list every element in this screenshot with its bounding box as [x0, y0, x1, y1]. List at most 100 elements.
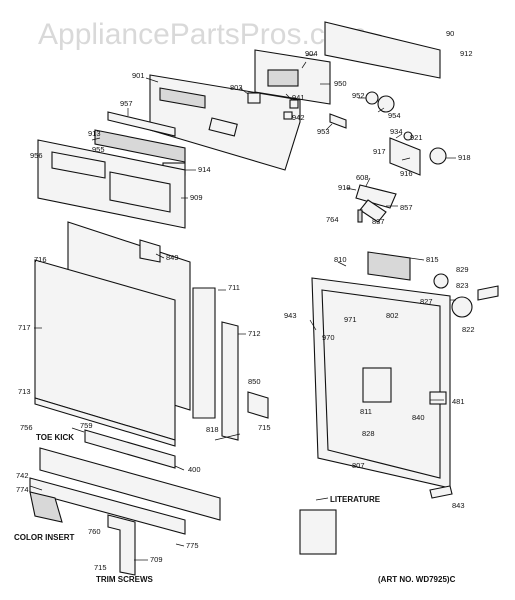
part-label-715: 715	[94, 563, 107, 572]
part-label-953: 953	[317, 127, 330, 136]
part-label-90: 90	[446, 29, 454, 38]
part-label-914: 914	[198, 165, 211, 174]
part-label-850: 850	[248, 377, 261, 386]
part-label-818: 818	[206, 425, 219, 434]
dispenser-811-part	[362, 367, 392, 403]
part-label-810: 810	[334, 255, 347, 264]
switch-942-part	[283, 111, 293, 120]
part-label-717: 717	[18, 323, 31, 332]
part-label-904: 904	[305, 49, 318, 58]
part-label-760: 760	[88, 527, 101, 536]
part-label-971: 971	[344, 315, 357, 324]
part-823	[477, 285, 499, 301]
part-label-912: 912	[460, 49, 473, 58]
part-label-942: 942	[292, 113, 305, 122]
part-label-837: 837	[372, 217, 385, 226]
part-label-849: 849	[166, 253, 179, 262]
strip-957-part	[107, 111, 176, 137]
trim-712-part	[221, 321, 239, 441]
part-label-608: 608	[356, 173, 369, 182]
part-label-955: 955	[92, 145, 105, 154]
part-label-950: 950	[334, 79, 347, 88]
part-label-954: 954	[388, 111, 401, 120]
part-label-840: 840	[412, 413, 425, 422]
part-label-715: 715	[258, 423, 271, 432]
part-953	[329, 113, 347, 129]
part-label-957: 957	[120, 99, 133, 108]
part-label-956: 956	[30, 151, 43, 160]
part-label-952: 952	[352, 91, 365, 100]
trim-bracket-760-part	[107, 514, 136, 576]
toe-kick-strip-part	[84, 429, 176, 469]
panel-recess-part	[109, 171, 171, 213]
toe-kick-lower-part	[29, 477, 186, 535]
leader-lines	[29, 54, 456, 561]
part-label-843: 843	[452, 501, 465, 510]
display-window-part	[208, 117, 238, 137]
switch-941-part	[289, 99, 299, 109]
part-label-716: 716	[34, 255, 47, 264]
part-label-828: 828	[362, 429, 375, 438]
part-label-811: 811	[360, 407, 372, 416]
motor-918-part	[429, 147, 447, 165]
part-label-807: 807	[352, 461, 365, 470]
part-label-970: 970	[322, 333, 335, 342]
part-label-712: 712	[248, 329, 261, 338]
part-label-918: 918	[458, 153, 471, 162]
part-label-934: 934	[390, 127, 403, 136]
part-label-400: 400	[188, 465, 201, 474]
part-number-labels: 9091290495090180394194295295495395791395…	[16, 29, 475, 572]
part-label-481: 481	[452, 397, 465, 406]
trim-screws-caption: TRIM SCREWS	[96, 575, 154, 584]
literature-booklet-part	[299, 509, 337, 555]
strip-713-part	[34, 397, 176, 447]
strip-711-part	[192, 287, 216, 419]
part-921	[403, 131, 413, 141]
part-label-921: 921	[410, 133, 423, 142]
part-label-764: 764	[326, 215, 339, 224]
part-857	[359, 199, 387, 223]
part-label-913: 913	[88, 129, 101, 138]
part-label-756: 756	[20, 423, 33, 432]
literature-caption: LITERATURE	[330, 495, 381, 504]
part-label-917: 917	[373, 147, 386, 156]
part-837	[357, 209, 363, 223]
part-label-909: 909	[190, 193, 203, 202]
switch-803-part	[247, 92, 261, 104]
part-label-709: 709	[150, 555, 163, 564]
toe-kick-panel-part	[39, 447, 221, 521]
control-module-part	[267, 69, 299, 87]
latch-916-part	[355, 184, 397, 209]
art-number: (ART NO. WD7925)C	[378, 575, 456, 584]
knob-952-part	[365, 91, 379, 105]
part-850	[247, 391, 269, 419]
vent-815-part	[367, 251, 411, 281]
strip-843-part	[429, 485, 453, 499]
part-label-829: 829	[456, 265, 469, 274]
part-label-901: 901	[132, 71, 145, 80]
bracket-917-part	[389, 137, 421, 176]
part-label-857: 857	[400, 203, 413, 212]
part-label-827: 827	[420, 297, 433, 306]
part-label-711: 711	[228, 283, 240, 292]
gear-822-part	[451, 296, 473, 318]
color-insert-part	[29, 491, 63, 523]
part-label-775: 775	[186, 541, 199, 550]
part-label-919: 919	[338, 183, 351, 192]
part-label-916: 916	[400, 169, 413, 178]
watermark: AppliancePartsPros.com	[38, 18, 366, 51]
top-bracket-part	[324, 21, 441, 79]
part-label-713: 713	[18, 387, 31, 396]
part-481	[429, 391, 447, 405]
hinge-849-part	[139, 239, 161, 263]
part-label-802: 802	[386, 311, 399, 320]
part-label-742: 742	[16, 471, 29, 480]
toe-kick-caption: TOE KICK	[36, 433, 74, 442]
wheel-829-part	[433, 273, 449, 289]
part-label-823: 823	[456, 281, 469, 290]
button-bank-part	[159, 87, 206, 109]
knob-954-part	[377, 95, 395, 113]
part-label-941: 941	[292, 93, 305, 102]
panel-window-part	[51, 151, 106, 179]
